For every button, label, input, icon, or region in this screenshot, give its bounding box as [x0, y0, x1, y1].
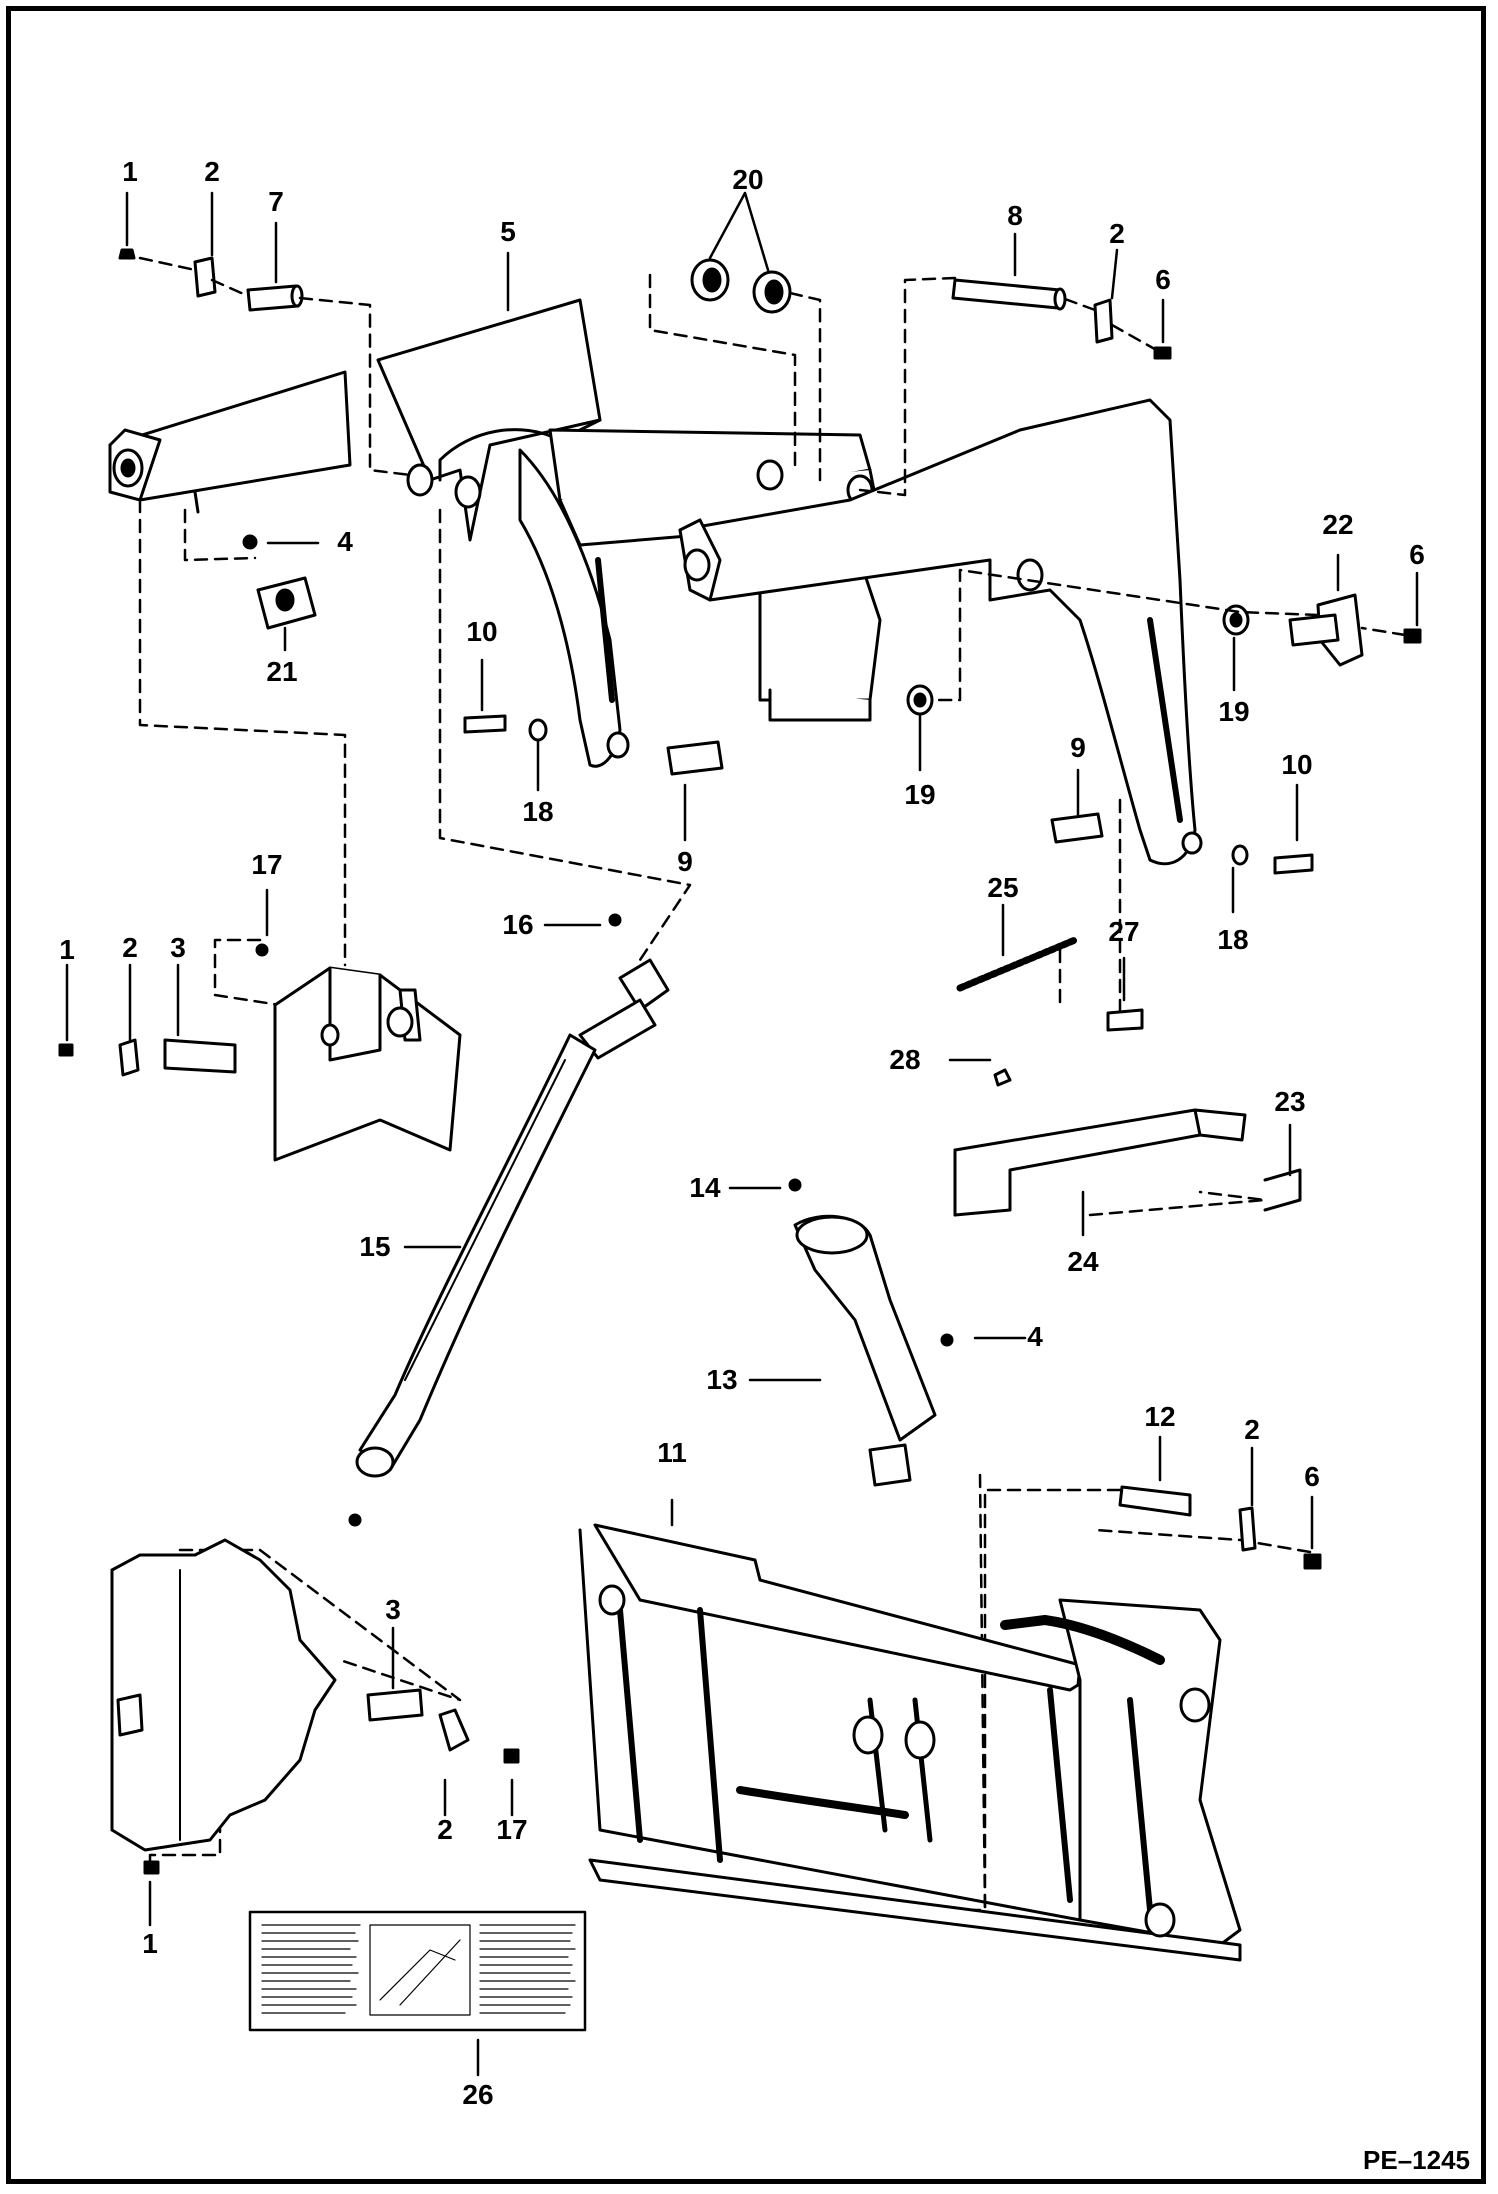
callout-5: 5 — [500, 216, 516, 247]
mount-bracket-left — [58, 943, 462, 1162]
callout-19: 19 — [1218, 696, 1250, 727]
callout-2: 2 — [437, 1814, 453, 1845]
hardware-top — [118, 248, 1422, 875]
cylinder-13 — [788, 1178, 954, 1487]
callout-17: 17 — [496, 1814, 528, 1845]
figure-code: PE–1245 — [1363, 2145, 1470, 2175]
callout-6: 6 — [1409, 539, 1425, 570]
callout-9: 9 — [677, 846, 693, 877]
callout-18: 18 — [1217, 924, 1249, 955]
callout-26: 26 — [462, 2079, 494, 2110]
callout-19: 19 — [904, 779, 936, 810]
callout-leaders — [65, 191, 1419, 2077]
callout-10: 10 — [466, 616, 498, 647]
callout-6: 6 — [1155, 264, 1171, 295]
callout-17: 17 — [251, 849, 283, 880]
callout-1: 1 — [122, 156, 138, 187]
callout-16: 16 — [502, 909, 534, 940]
tilt-cylinder — [348, 913, 670, 1527]
callout-21: 21 — [266, 656, 298, 687]
callout-4: 4 — [1027, 1321, 1043, 1352]
decal-26 — [248, 1910, 587, 2032]
callout-8: 8 — [1007, 200, 1023, 231]
callout-2: 2 — [204, 156, 220, 187]
callout-1: 1 — [59, 934, 75, 965]
callout-28: 28 — [889, 1044, 921, 1075]
callout-23: 23 — [1274, 1086, 1306, 1117]
loader-arm-right — [678, 398, 1203, 866]
callout-9: 9 — [1070, 732, 1086, 763]
quick-attach-frame — [578, 1485, 1322, 1962]
callout-25: 25 — [987, 872, 1019, 903]
spring-lever-assembly — [953, 936, 1302, 1217]
callout-2: 2 — [1244, 1414, 1260, 1445]
callout-22: 22 — [1322, 509, 1354, 540]
callout-12: 12 — [1144, 1401, 1176, 1432]
callout-15: 15 — [359, 1231, 391, 1262]
callout-13: 13 — [706, 1364, 738, 1395]
loader-arm-left — [108, 370, 352, 514]
callout-4: 4 — [337, 526, 353, 557]
callout-27: 27 — [1108, 916, 1140, 947]
callout-10: 10 — [1281, 749, 1313, 780]
callout-20: 20 — [732, 164, 764, 195]
callout-2: 2 — [1109, 218, 1125, 249]
callout-6: 6 — [1304, 1461, 1320, 1492]
diagram-frame — [6, 6, 1486, 2184]
callout-14: 14 — [689, 1172, 721, 1203]
callout-24: 24 — [1067, 1246, 1099, 1277]
loader-arm-center-upright — [376, 298, 630, 768]
callout-1: 1 — [142, 1928, 158, 1959]
callout-3: 3 — [385, 1594, 401, 1625]
callout-3: 3 — [170, 932, 186, 963]
callout-18: 18 — [522, 796, 554, 827]
frame-section-lower-left — [110, 1538, 520, 1875]
callout-11: 11 — [657, 1437, 687, 1468]
callout-7: 7 — [268, 186, 284, 217]
callout-2: 2 — [122, 932, 138, 963]
